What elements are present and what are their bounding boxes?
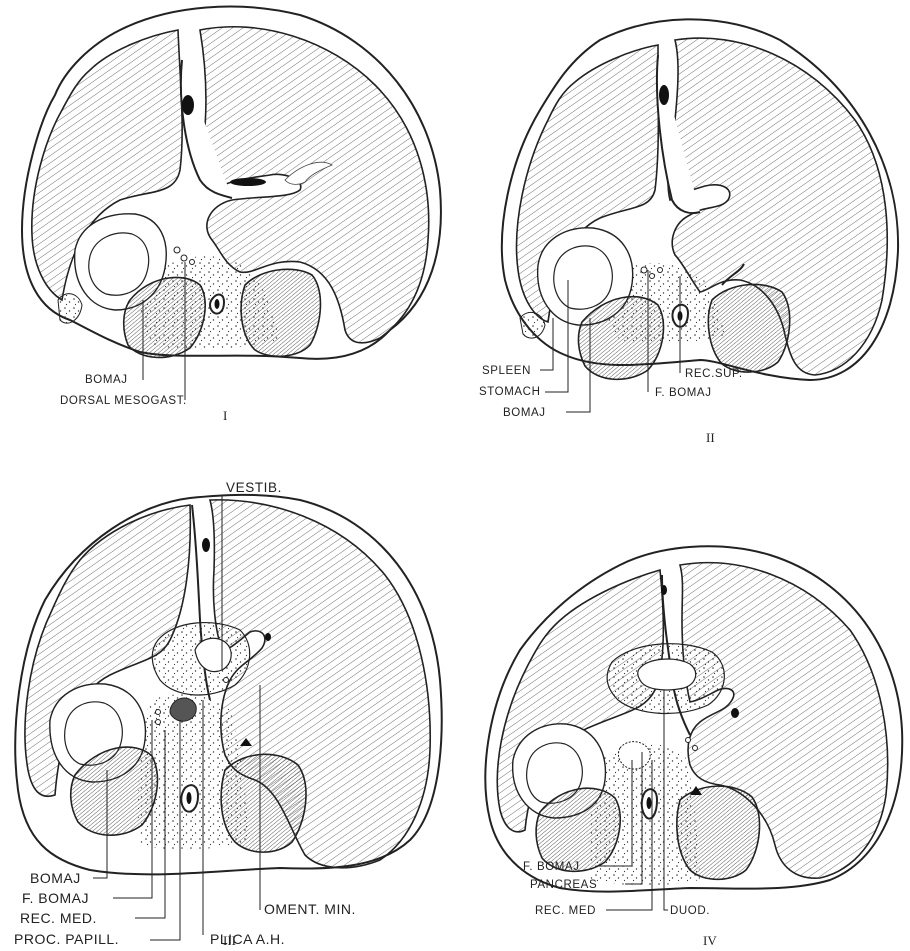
label-f-bomaj: F. BOMAJ [523,861,580,873]
figure-numeral: I [223,408,227,423]
label-pancreas: PANCREAS [530,879,597,891]
vessel [658,268,663,273]
aorta-lumen [215,299,220,309]
duodenum-lumen [638,659,696,690]
label-duod: DUOD. [670,905,710,917]
vessel [156,720,161,725]
umbilical-vein [202,538,210,552]
figure-1: BOMAJ DORSAL MESOGAST. I [22,7,441,423]
kidney-right [677,786,760,879]
figure-2: SPLEEN STOMACH BOMAJ F. BOMAJ REC.SUP. I… [479,19,898,445]
vessel [156,710,161,715]
figure-numeral: III [223,933,236,948]
figure-3: VESTIB. BOMAJ F. BOMAJ REC. MED. PROC. P… [14,480,442,947]
label-rec-sup: REC.SUP. [685,368,743,380]
figure-numeral: IV [703,933,717,948]
stomach-lumen [554,246,613,309]
hepatic-vessel [731,708,739,718]
vessel [224,678,229,683]
portal-vein-slit [230,178,266,186]
vessel [190,260,195,265]
hepatic-vessel [265,633,271,641]
label-bomaj: BOMAJ [85,374,128,386]
label-plica-ah: PLICA A.H. [210,931,285,947]
label-vestib: VESTIB. [226,480,282,495]
pancreas [618,742,650,769]
umbilical-vein [661,585,667,595]
label-f-bomaj: F. BOMAJ [655,387,712,399]
label-dorsal-mesogast: DORSAL MESOGAST. [60,395,187,407]
kidney-right [708,284,789,372]
vessel [174,247,180,253]
aorta-lumen [647,797,652,809]
label-proc-papill: PROC. PAPILL. [14,931,119,947]
aorta-lumen [187,792,192,804]
umbilical-vein [182,95,194,115]
label-rec-med: REC. MED [535,905,596,917]
stomach-lumen [89,233,149,295]
kidney-right [221,754,306,852]
label-bomaj: BOMAJ [30,870,81,886]
label-f-bomaj: F. BOMAJ [22,890,89,906]
vessel [693,746,698,751]
kidney-right [241,269,320,356]
figure-numeral: II [706,430,715,445]
vessel [641,267,647,273]
vessel [686,738,691,743]
label-oment-min: OMENT. MIN. [264,901,356,917]
vessel [181,255,187,261]
label-stomach: STOMACH [479,386,541,398]
label-bomaj: BOMAJ [503,407,546,419]
umbilical-vein [659,85,669,105]
label-spleen: SPLEEN [482,365,531,377]
figure-4: F. BOMAJ PANCREAS REC. MED DUOD. [485,546,902,917]
vessel [650,274,655,279]
label-rec-med: REC. MED. [20,910,97,926]
